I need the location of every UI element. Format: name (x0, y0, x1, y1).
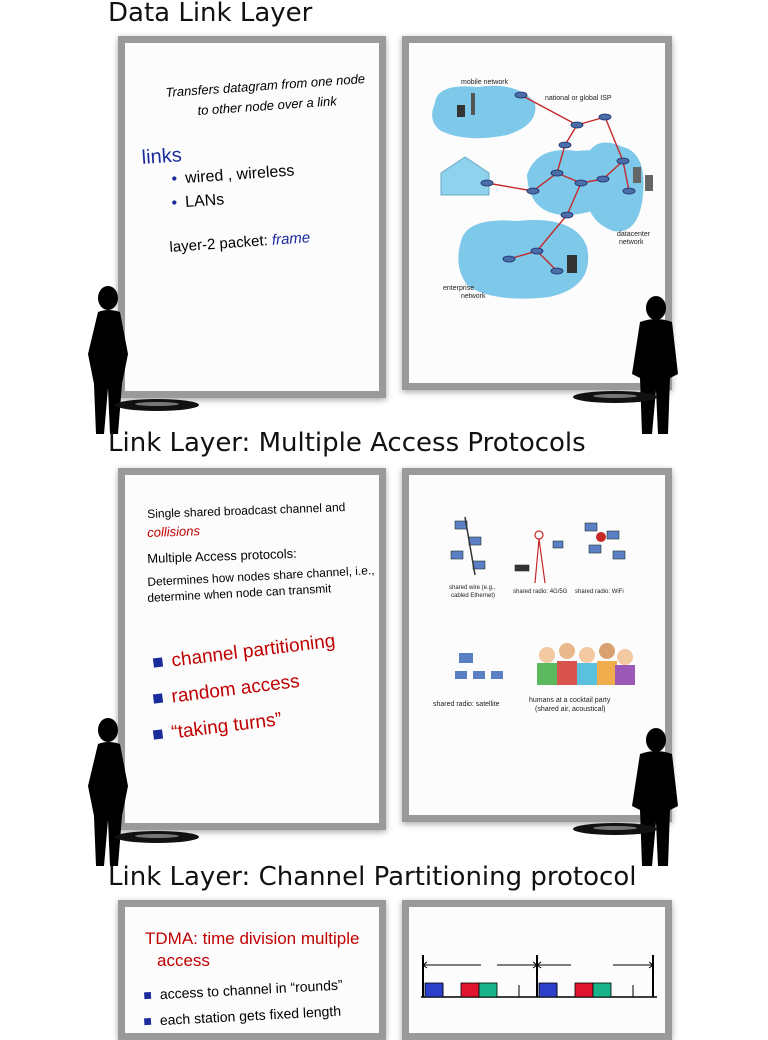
slide1-bullet-2: •LANs (171, 191, 225, 212)
caption-wifi: shared radio: WiFi (575, 589, 624, 595)
label-datacenter-2: network (619, 239, 644, 246)
tdma-heading-1: TDMA: time division multiple (145, 929, 360, 948)
slide2-right-board: shared wire (e.g., cabled Ethernet) shar… (402, 468, 672, 822)
caption-satellite: shared radio: satellite (433, 701, 500, 708)
caption-shared-wire-2: cabled Ethernet) (451, 593, 496, 599)
slide3-title: Link Layer: Channel Partitioning protoco… (108, 862, 637, 892)
slide1-left-board: Transfers datagram from one node to othe… (118, 36, 386, 398)
slide2-left-board: Single shared broadcast channel and coll… (118, 468, 386, 830)
slide2-line2: collisions (147, 523, 201, 540)
caption-cocktail-2: (shared air, acoustical) (535, 706, 606, 713)
man-silhouette-2 (632, 728, 678, 866)
label-enterprise: enterprise (443, 285, 475, 292)
floor-disc-2 (573, 391, 657, 403)
label-isp: national or global ISP (545, 95, 612, 102)
slide2-title: Link Layer: Multiple Access Protocols (108, 428, 586, 458)
caption-shared-wire: shared wire (e.g., (449, 585, 496, 591)
label-mobile-network: mobile network (461, 79, 509, 86)
caption-4g5g: shared radio: 4G/5G (513, 589, 568, 595)
slide1-links-heading: links (141, 144, 183, 169)
caption-cocktail: humans at a cocktail party (529, 697, 611, 704)
label-enterprise-2: network (461, 293, 486, 300)
tdma-heading-2: access (157, 951, 210, 970)
floor-disc-3 (115, 831, 199, 843)
slide1-right-board: mobile network mobile network national o… (402, 36, 672, 390)
label-datacenter: datacenter (617, 231, 651, 238)
slide3-right-board (402, 900, 672, 1040)
slide1-title: Data Link Layer (108, 0, 313, 28)
floor-disc-4 (573, 823, 657, 835)
network-diagram: mobile network (432, 85, 653, 299)
tdma-timeline (421, 955, 657, 998)
floor-disc-1 (115, 399, 199, 411)
man-silhouette-1 (632, 296, 678, 434)
shared-media-illustrations (450, 516, 635, 685)
slide3-left-board: TDMA: time division multiple access ■acc… (118, 900, 386, 1040)
